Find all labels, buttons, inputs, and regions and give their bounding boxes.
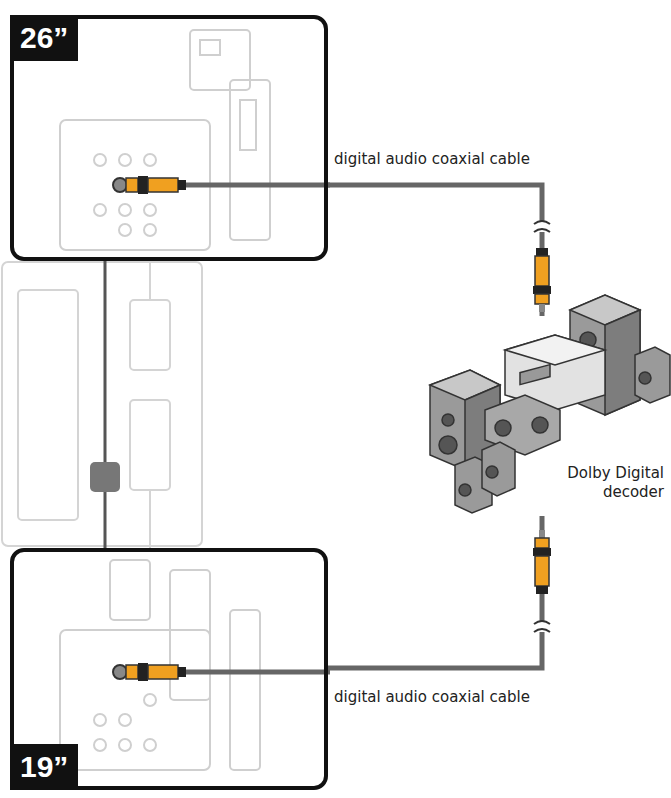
link-line (104, 258, 107, 552)
coaxial-plug (533, 530, 551, 594)
coaxial-cable (328, 185, 542, 316)
size-badge: 19” (10, 744, 78, 790)
tv-rear-detail (60, 560, 260, 770)
cable-label: digital audio coaxial cable (332, 688, 532, 706)
coaxial-cable (328, 516, 542, 668)
tv-panel: 19” (10, 548, 328, 790)
decoder-label: Dolby Digital decoder (514, 464, 664, 502)
tv-panel: 26” (10, 15, 328, 261)
speaker-system (430, 295, 670, 513)
link-block (90, 462, 120, 492)
cable-label: digital audio coaxial cable (332, 150, 532, 168)
decoder-unit: Dolby Digital decoder (420, 316, 668, 516)
coaxial-plug (113, 176, 330, 194)
tv-rear-detail (60, 30, 270, 250)
coaxial-plug (113, 663, 330, 681)
tv-outline (2, 260, 202, 548)
coaxial-plug (533, 248, 551, 312)
size-badge: 26” (10, 15, 78, 61)
